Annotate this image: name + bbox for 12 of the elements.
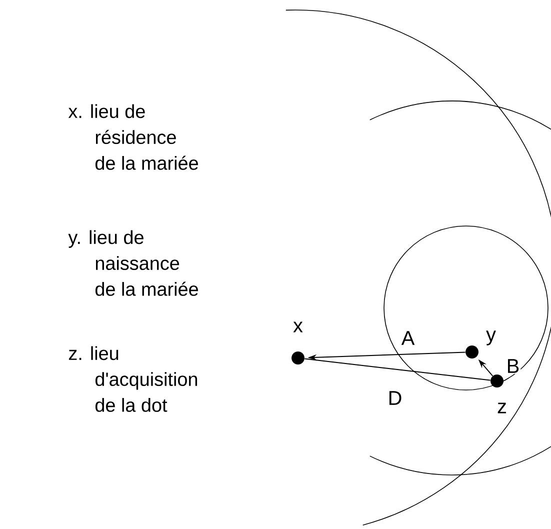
legend-text: x. lieu de résidence de la mariée xyxy=(68,104,198,170)
point-label: x xyxy=(293,322,303,332)
legend-text: y. lieu de naissance de la mariée xyxy=(68,230,198,296)
legend-text: z. lieu d'acquisition de la dot xyxy=(68,346,198,412)
dot xyxy=(466,346,478,358)
point-label: z xyxy=(498,402,506,414)
dot xyxy=(490,374,504,388)
edge-label: B xyxy=(505,358,521,374)
edge-label: A xyxy=(400,330,416,346)
point-label: y xyxy=(486,330,496,346)
dot xyxy=(292,352,304,364)
edge-label: D xyxy=(386,390,404,406)
